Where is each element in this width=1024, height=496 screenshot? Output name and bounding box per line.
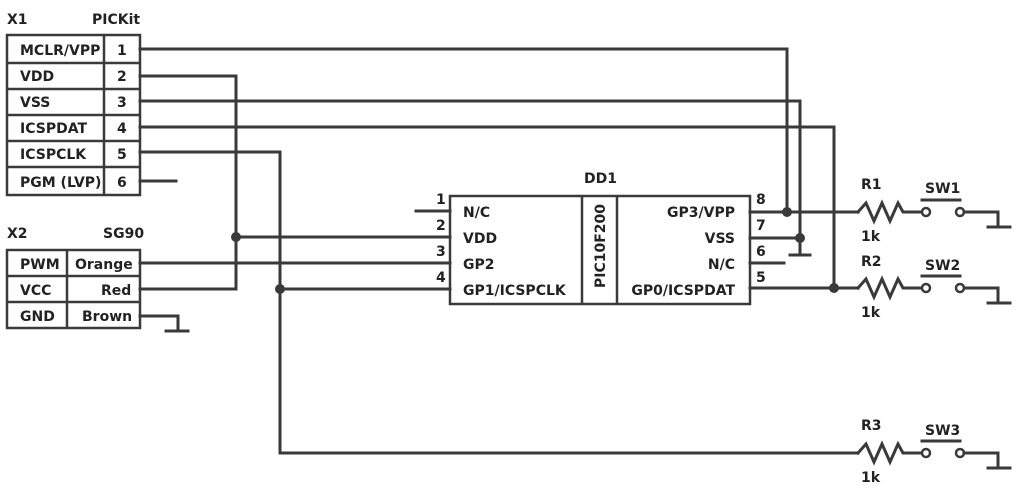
dd1-pin-name: N/C <box>463 205 490 221</box>
switch-sw2-contact <box>920 282 932 294</box>
dd1-pin-number: 5 <box>756 270 766 286</box>
dd1-pin-name: N/C <box>708 257 735 273</box>
dd1-pin-number: 2 <box>436 218 446 234</box>
junction-dot <box>782 207 792 217</box>
wire-vss <box>138 99 802 240</box>
button-row-3: R3 1k SW3 <box>855 418 1012 486</box>
x2-pin-wire: Orange <box>75 257 133 273</box>
dd1-pin-name: GP3/VPP <box>667 205 735 221</box>
r3-ref-label: R3 <box>861 418 882 434</box>
x2-pin-signal: VCC <box>20 283 51 299</box>
dd1-pin-name: VSS <box>705 231 735 247</box>
x2-ref-label: X2 <box>7 226 28 242</box>
sw1-ref-label: SW1 <box>925 181 960 197</box>
resistor-r1-symbol <box>855 199 924 225</box>
dd1-pin-number: 3 <box>436 244 446 260</box>
wire-mclr-vpp <box>138 47 789 214</box>
x2-pin-wire: Brown <box>82 309 132 325</box>
dd1-pin-name: GP1/ICSPCLK <box>463 283 567 299</box>
x1-pin-signal: PGM (LVP) <box>20 175 101 191</box>
dd1-pin-number: 8 <box>756 192 766 208</box>
wire-icspdat <box>138 125 836 290</box>
x1-pin-signal: VSS <box>20 95 50 111</box>
x2-pin-signal: PWM <box>20 257 60 273</box>
sw3-ref-label: SW3 <box>925 423 960 439</box>
x1-pin-number: 1 <box>117 43 127 59</box>
x1-pin-signal: ICSPDAT <box>20 121 87 137</box>
ground-servo <box>138 314 190 333</box>
switch-sw3-contact <box>920 447 932 459</box>
x1-pin-number: 4 <box>117 121 127 137</box>
x1-pin-signal: VDD <box>20 69 54 85</box>
dd1-pin-number: 4 <box>436 270 446 286</box>
r1-ref-label: R1 <box>861 177 882 193</box>
x2-name-label: SG90 <box>103 226 144 242</box>
dd1-pin-number: 6 <box>756 244 766 260</box>
ground-sw2 <box>962 286 1012 305</box>
sw2-ref-label: SW2 <box>925 258 960 274</box>
x2-pin-wire: Red <box>101 283 131 299</box>
chip-dd1: DD1 PIC10F200 N/C VDD GP2 GP1/ICSPCLK 1 … <box>436 171 766 306</box>
x1-pin-number: 3 <box>117 95 127 111</box>
x1-pin-number: 5 <box>117 147 127 163</box>
junction-dot <box>795 233 805 243</box>
dd1-pin-name: VDD <box>463 231 497 247</box>
dd1-pin-number: 1 <box>436 192 446 208</box>
dd1-part-label: PIC10F200 <box>593 204 609 288</box>
r3-value-label: 1k <box>861 470 881 486</box>
button-row-2: R2 1k SW2 <box>855 254 1012 321</box>
x1-pin-number: 2 <box>117 69 127 85</box>
junction-dot <box>275 284 285 294</box>
x1-pin-signal: ICSPCLK <box>20 147 87 163</box>
r2-ref-label: R2 <box>861 254 882 270</box>
dd1-ref-label: DD1 <box>584 171 617 187</box>
dd1-pin-name: GP0/ICSPDAT <box>631 283 735 299</box>
ground-sw3 <box>962 451 1012 470</box>
junction-dot <box>829 283 839 293</box>
wires <box>138 47 860 455</box>
dd1-pin-name: GP2 <box>463 257 495 273</box>
junction-dot <box>231 232 241 242</box>
x1-pin-number: 6 <box>117 175 127 191</box>
junctions <box>231 207 839 294</box>
connector-x1: X1 PICKit MCLR/VPP 1 VDD 2 VSS 3 ICSPDAT… <box>5 12 142 197</box>
connector-x2: X2 SG90 PWM Orange VCC Red GND Brown <box>5 226 144 330</box>
resistor-r3-symbol <box>855 440 924 466</box>
dd1-body <box>448 194 752 306</box>
wire-icspclk <box>138 150 860 455</box>
ground-sw1 <box>962 210 1012 229</box>
dd1-pin-number: 7 <box>756 218 766 234</box>
x1-pin-signal: MCLR/VPP <box>20 43 100 59</box>
button-row-1: R1 1k SW1 <box>855 177 1012 245</box>
switch-sw1-contact <box>920 206 932 218</box>
wire-vdd <box>138 74 238 291</box>
r2-value-label: 1k <box>861 305 881 321</box>
x2-pin-signal: GND <box>20 309 55 325</box>
x1-ref-label: X1 <box>7 12 28 28</box>
r1-value-label: 1k <box>861 229 881 245</box>
resistor-r2-symbol <box>855 275 924 301</box>
x1-name-label: PICKit <box>92 12 140 28</box>
